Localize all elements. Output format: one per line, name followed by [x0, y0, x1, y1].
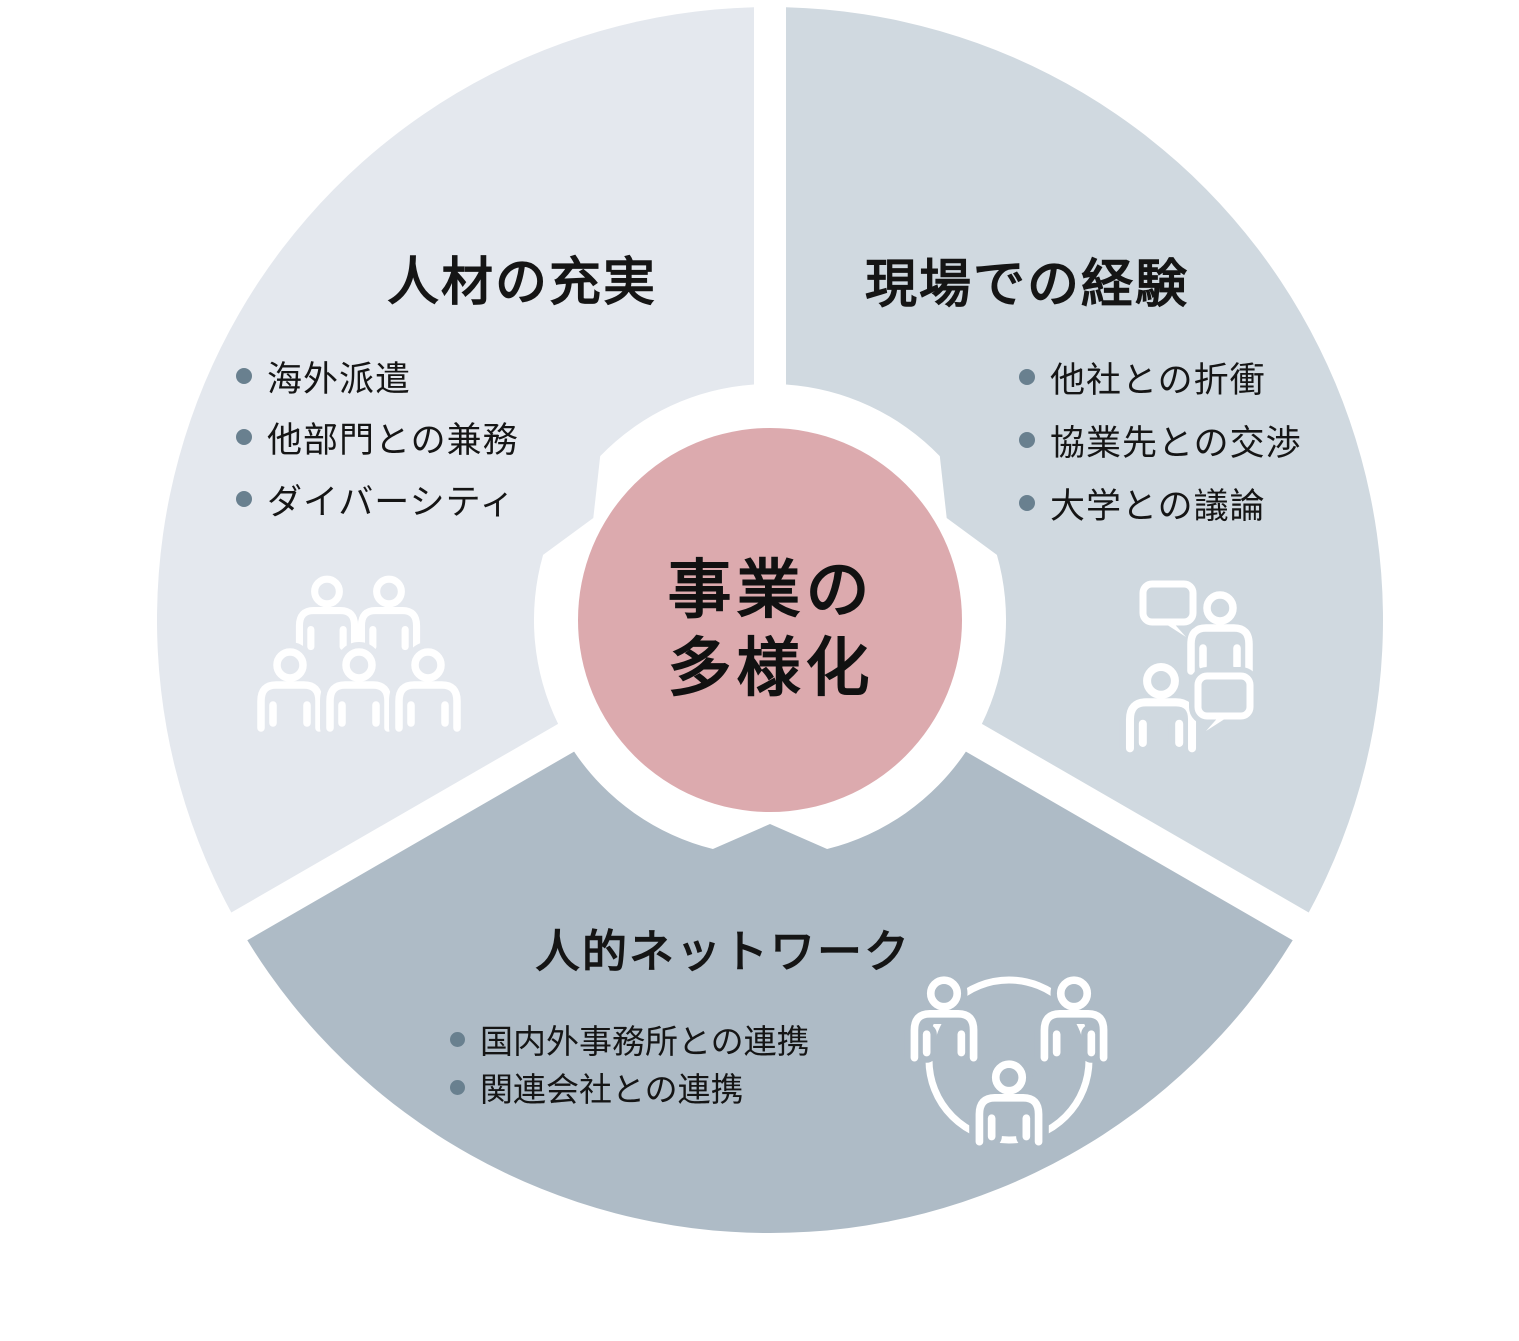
center-label-line2: 多様化	[667, 632, 875, 704]
segment-title-human-network: 人的ネットワーク	[534, 926, 912, 977]
center-label-line1: 事業の	[667, 554, 875, 626]
bullet-dot-icon	[236, 368, 252, 384]
segment-title-talent: 人材の充実	[386, 254, 658, 312]
people-group-icon	[251, 575, 467, 738]
bullet-item: ダイバーシティ	[236, 478, 516, 522]
bullet-dot-icon	[1019, 369, 1035, 385]
bullet-item: 協業先との交渉	[1019, 419, 1302, 463]
bullet-item: 他社との折衝	[1019, 356, 1266, 400]
bullet-item: 海外派遣	[236, 355, 411, 399]
bullet-item: 関連会社との連携	[450, 1067, 744, 1108]
center-label: 事業の 多様化	[668, 551, 875, 707]
bullet-dot-icon	[450, 1031, 465, 1047]
bullet-dot-icon	[1019, 495, 1035, 511]
speech-bubbles-icon	[1119, 575, 1259, 760]
sector-field-experience	[786, 7, 1383, 913]
bullet-dot-icon	[1019, 432, 1035, 448]
bullet-dot-icon	[450, 1079, 465, 1095]
bullet-dot-icon	[236, 429, 252, 445]
bullet-item: 他部門との兼務	[236, 416, 519, 460]
sector-human-network	[247, 751, 1293, 1234]
people-network-icon	[904, 969, 1114, 1152]
bullet-item: 大学との議論	[1019, 482, 1266, 526]
center-circle	[578, 428, 962, 812]
bullet-dot-icon	[236, 491, 252, 507]
segment-title-field-experience: 現場での経験	[864, 256, 1190, 314]
bullet-item: 国内外事務所との連携	[450, 1019, 810, 1060]
